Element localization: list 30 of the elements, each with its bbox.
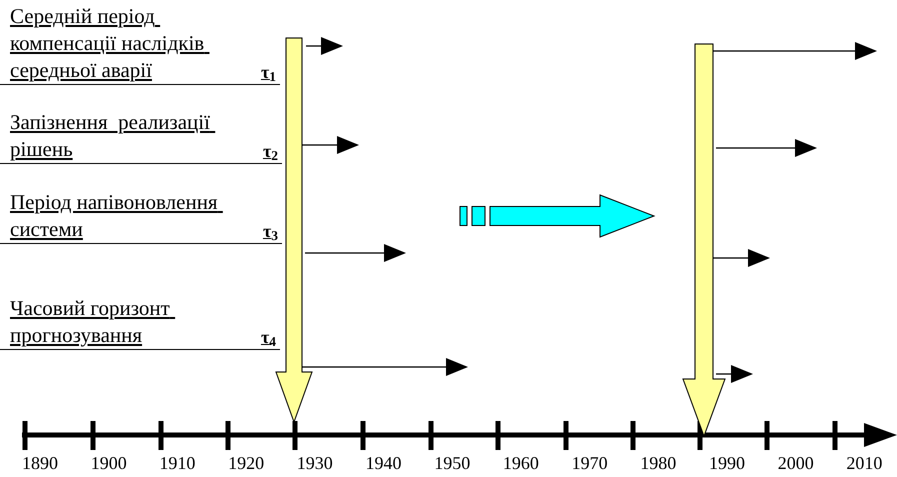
year-label: 1910 (158, 453, 196, 473)
year-label: 1970 (570, 453, 609, 473)
year-label: 1930 (296, 453, 334, 473)
arrow (302, 136, 359, 154)
year-label: 2010 (845, 453, 884, 473)
arrow (716, 365, 753, 383)
tau-symbol: τ$_{1}$ (260, 61, 276, 84)
underlined-label (0, 298, 280, 350)
label-text: Часовий горизонт прогнозування (10, 295, 171, 349)
year-label: 1900 (90, 453, 128, 473)
arrow (713, 42, 877, 60)
arrow (716, 139, 817, 157)
year-label: 1990 (708, 453, 746, 473)
tau-symbol: τ$_{4}$ (260, 326, 276, 349)
year-label: 1940 (364, 453, 402, 473)
label-text: Середній період компенсації наслідків середньої аварії (10, 3, 206, 84)
arrow (306, 37, 343, 55)
tau-symbol: τ$_{2}$ (262, 140, 278, 163)
year-label: 1920 (227, 453, 266, 473)
year-label: 2000 (776, 453, 815, 473)
tau-symbol: τ$_{3}$ (262, 220, 278, 243)
arrow (302, 358, 468, 376)
year-label: 1960 (502, 453, 540, 473)
arrow (713, 249, 770, 267)
label-text: Запізнення реализації рішень (10, 109, 211, 163)
year-label: 1950 (433, 453, 472, 473)
year-label: 1980 (639, 453, 678, 473)
label-text: Період напівоновлення системи (10, 189, 219, 243)
arrow (305, 244, 406, 262)
year-label: 1890 (21, 453, 59, 473)
